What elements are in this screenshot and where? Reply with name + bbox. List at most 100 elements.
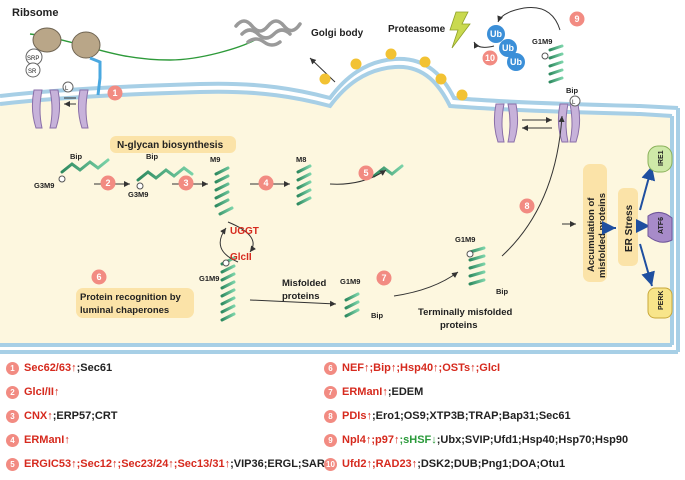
protein-helices — [60, 44, 564, 322]
legend-number: 6 — [324, 361, 337, 375]
step-circle-8 — [519, 198, 535, 214]
ire1-icon — [647, 145, 673, 173]
step-number-7: 7 — [381, 273, 386, 283]
legend-number: 10 — [324, 457, 337, 471]
sr-label: SR — [28, 69, 37, 75]
legend-number: 8 — [324, 409, 337, 423]
legend-number: 1 — [6, 361, 19, 375]
mrna-line — [29, 33, 256, 61]
flow-arrows — [94, 115, 576, 307]
legend-item-6: 6 NEF↑;Bip↑;Hsp40↑;OSTs↑;GlcI — [324, 358, 500, 378]
legend-text: ;ERP57;CRT — [52, 410, 118, 422]
glycan-dot-3 — [222, 259, 230, 267]
er-membrane-outer — [0, 56, 679, 110]
legend-number: 2 — [6, 385, 19, 399]
er-pathway-diagram: Ribsome SRP SR L L Golgi body — [0, 6, 680, 354]
er-membrane-bottom — [0, 343, 678, 354]
er-membrane-right — [670, 108, 680, 352]
step-circle-5 — [358, 165, 374, 181]
terminally-line-1: Terminally misfolded — [418, 307, 513, 318]
bip-label-3: Bip — [371, 311, 384, 320]
legend-text: ;Ubx;SVIP;Ufd1;Hsp40;Hsp70;Hsp90 — [436, 434, 629, 446]
glycan-dot-2 — [136, 182, 144, 190]
step-number-9: 9 — [574, 14, 579, 24]
nascent-chain — [89, 56, 102, 96]
legend-item-8: 8 PDIs↑;Ero1;OS9;XTP3B;TRAP;Bap31;Sec61 — [324, 406, 571, 426]
legend-text: Sec62/63↑ — [24, 362, 77, 374]
l-marker-right-label: L — [572, 100, 576, 106]
er-stress-label: ER Stress — [624, 204, 635, 252]
bip-label-5: Bip — [566, 86, 579, 95]
misfolded-line-1: Misfolded — [282, 278, 327, 289]
legend-text: GlcI/II↑ — [24, 386, 60, 398]
gcii-label: GlcII — [230, 252, 252, 263]
bip-label-2: Bip — [146, 152, 159, 161]
legend-number: 4 — [6, 433, 19, 447]
ub-to-proteasome-arrow — [473, 41, 495, 49]
glycan-dot-1 — [58, 175, 66, 183]
step-circle-1 — [107, 85, 123, 101]
protein-recognition-line-2: luminal chaperones — [80, 305, 169, 316]
protein-recognition-box — [76, 288, 194, 318]
step-number-5: 5 — [363, 168, 368, 178]
glycan-dot-5 — [541, 52, 549, 60]
step-number-8: 8 — [524, 201, 529, 211]
stress-arrows — [602, 165, 656, 287]
g3m9-label-2: G3M9 — [128, 190, 148, 199]
m9-label: M9 — [210, 155, 220, 164]
ribosome-label: Ribsome — [12, 7, 58, 19]
l-marker-left-label: L — [65, 86, 69, 92]
l-marker-right — [569, 95, 581, 107]
atf6-icon — [647, 212, 673, 243]
vesicle-to-golgi-arrow — [309, 57, 336, 83]
uggt-label: UGGT — [230, 226, 259, 237]
er-stress-box — [618, 188, 638, 266]
ub-label-3: Ub — [510, 57, 522, 67]
g1m9-label-3: G1M9 — [455, 235, 475, 244]
sr-circle — [25, 62, 41, 78]
step-number-10: 10 — [485, 53, 495, 63]
legend-number: 9 — [324, 433, 337, 447]
ub-cycle-arrow — [497, 6, 561, 31]
legend-text: ;DSK2;DUB;Png1;DOA;Otu1 — [417, 458, 566, 470]
n-glycan-box — [110, 136, 236, 153]
protein-recognition-line-1: Protein recognition by — [80, 292, 182, 303]
legend-text: NEF↑;Bip↑;Hsp40↑;OSTs↑;GlcI — [342, 362, 501, 374]
ire1-label: IRE1 — [658, 150, 665, 166]
golgi-label: Golgi body — [311, 28, 364, 39]
step-number-3: 3 — [183, 178, 188, 188]
bip-label-1: Bip — [70, 152, 83, 161]
perk-label: PERK — [658, 291, 665, 310]
ub-label-1: Ub — [490, 29, 502, 39]
g1m9-label-2: G1M9 — [340, 277, 360, 286]
step-number-6: 6 — [96, 272, 101, 282]
accumulation-line-1: Accumulation of — [586, 197, 597, 272]
legend-text: ;Ero1;OS9;XTP3B;TRAP;Bap31;Sec61 — [371, 410, 571, 422]
legend-text: PDIs↑ — [342, 410, 372, 422]
legend-number: 3 — [6, 409, 19, 423]
g3m9-label-1: G3M9 — [34, 181, 54, 190]
srp-label: SRP — [27, 56, 39, 62]
legend-text: CNX↑ — [24, 410, 53, 422]
legend-text: ERGIC53↑;Sec12↑;Sec23/24↑;Sec13/31↑ — [24, 458, 231, 470]
misfolded-line-2: proteins — [282, 291, 319, 302]
vesicles — [319, 48, 468, 101]
accumulation-line-2: misfolded proteins — [597, 193, 608, 278]
m8-label: M8 — [296, 155, 306, 164]
legend-text: ;VIP36;ERGL;SAR1 — [230, 458, 331, 470]
step-circle-6 — [91, 269, 107, 285]
step-circle-9 — [569, 11, 585, 27]
legend-item-2: 2 GlcI/II↑ — [6, 382, 59, 402]
ribosome-large-subunit — [32, 27, 62, 53]
n-glycan-label: N-glycan biosynthesis — [117, 140, 224, 151]
proteasome-label: Proteasome — [388, 24, 446, 35]
step-circle-10 — [482, 50, 498, 66]
ubiquitin-chain-icon — [487, 25, 525, 71]
